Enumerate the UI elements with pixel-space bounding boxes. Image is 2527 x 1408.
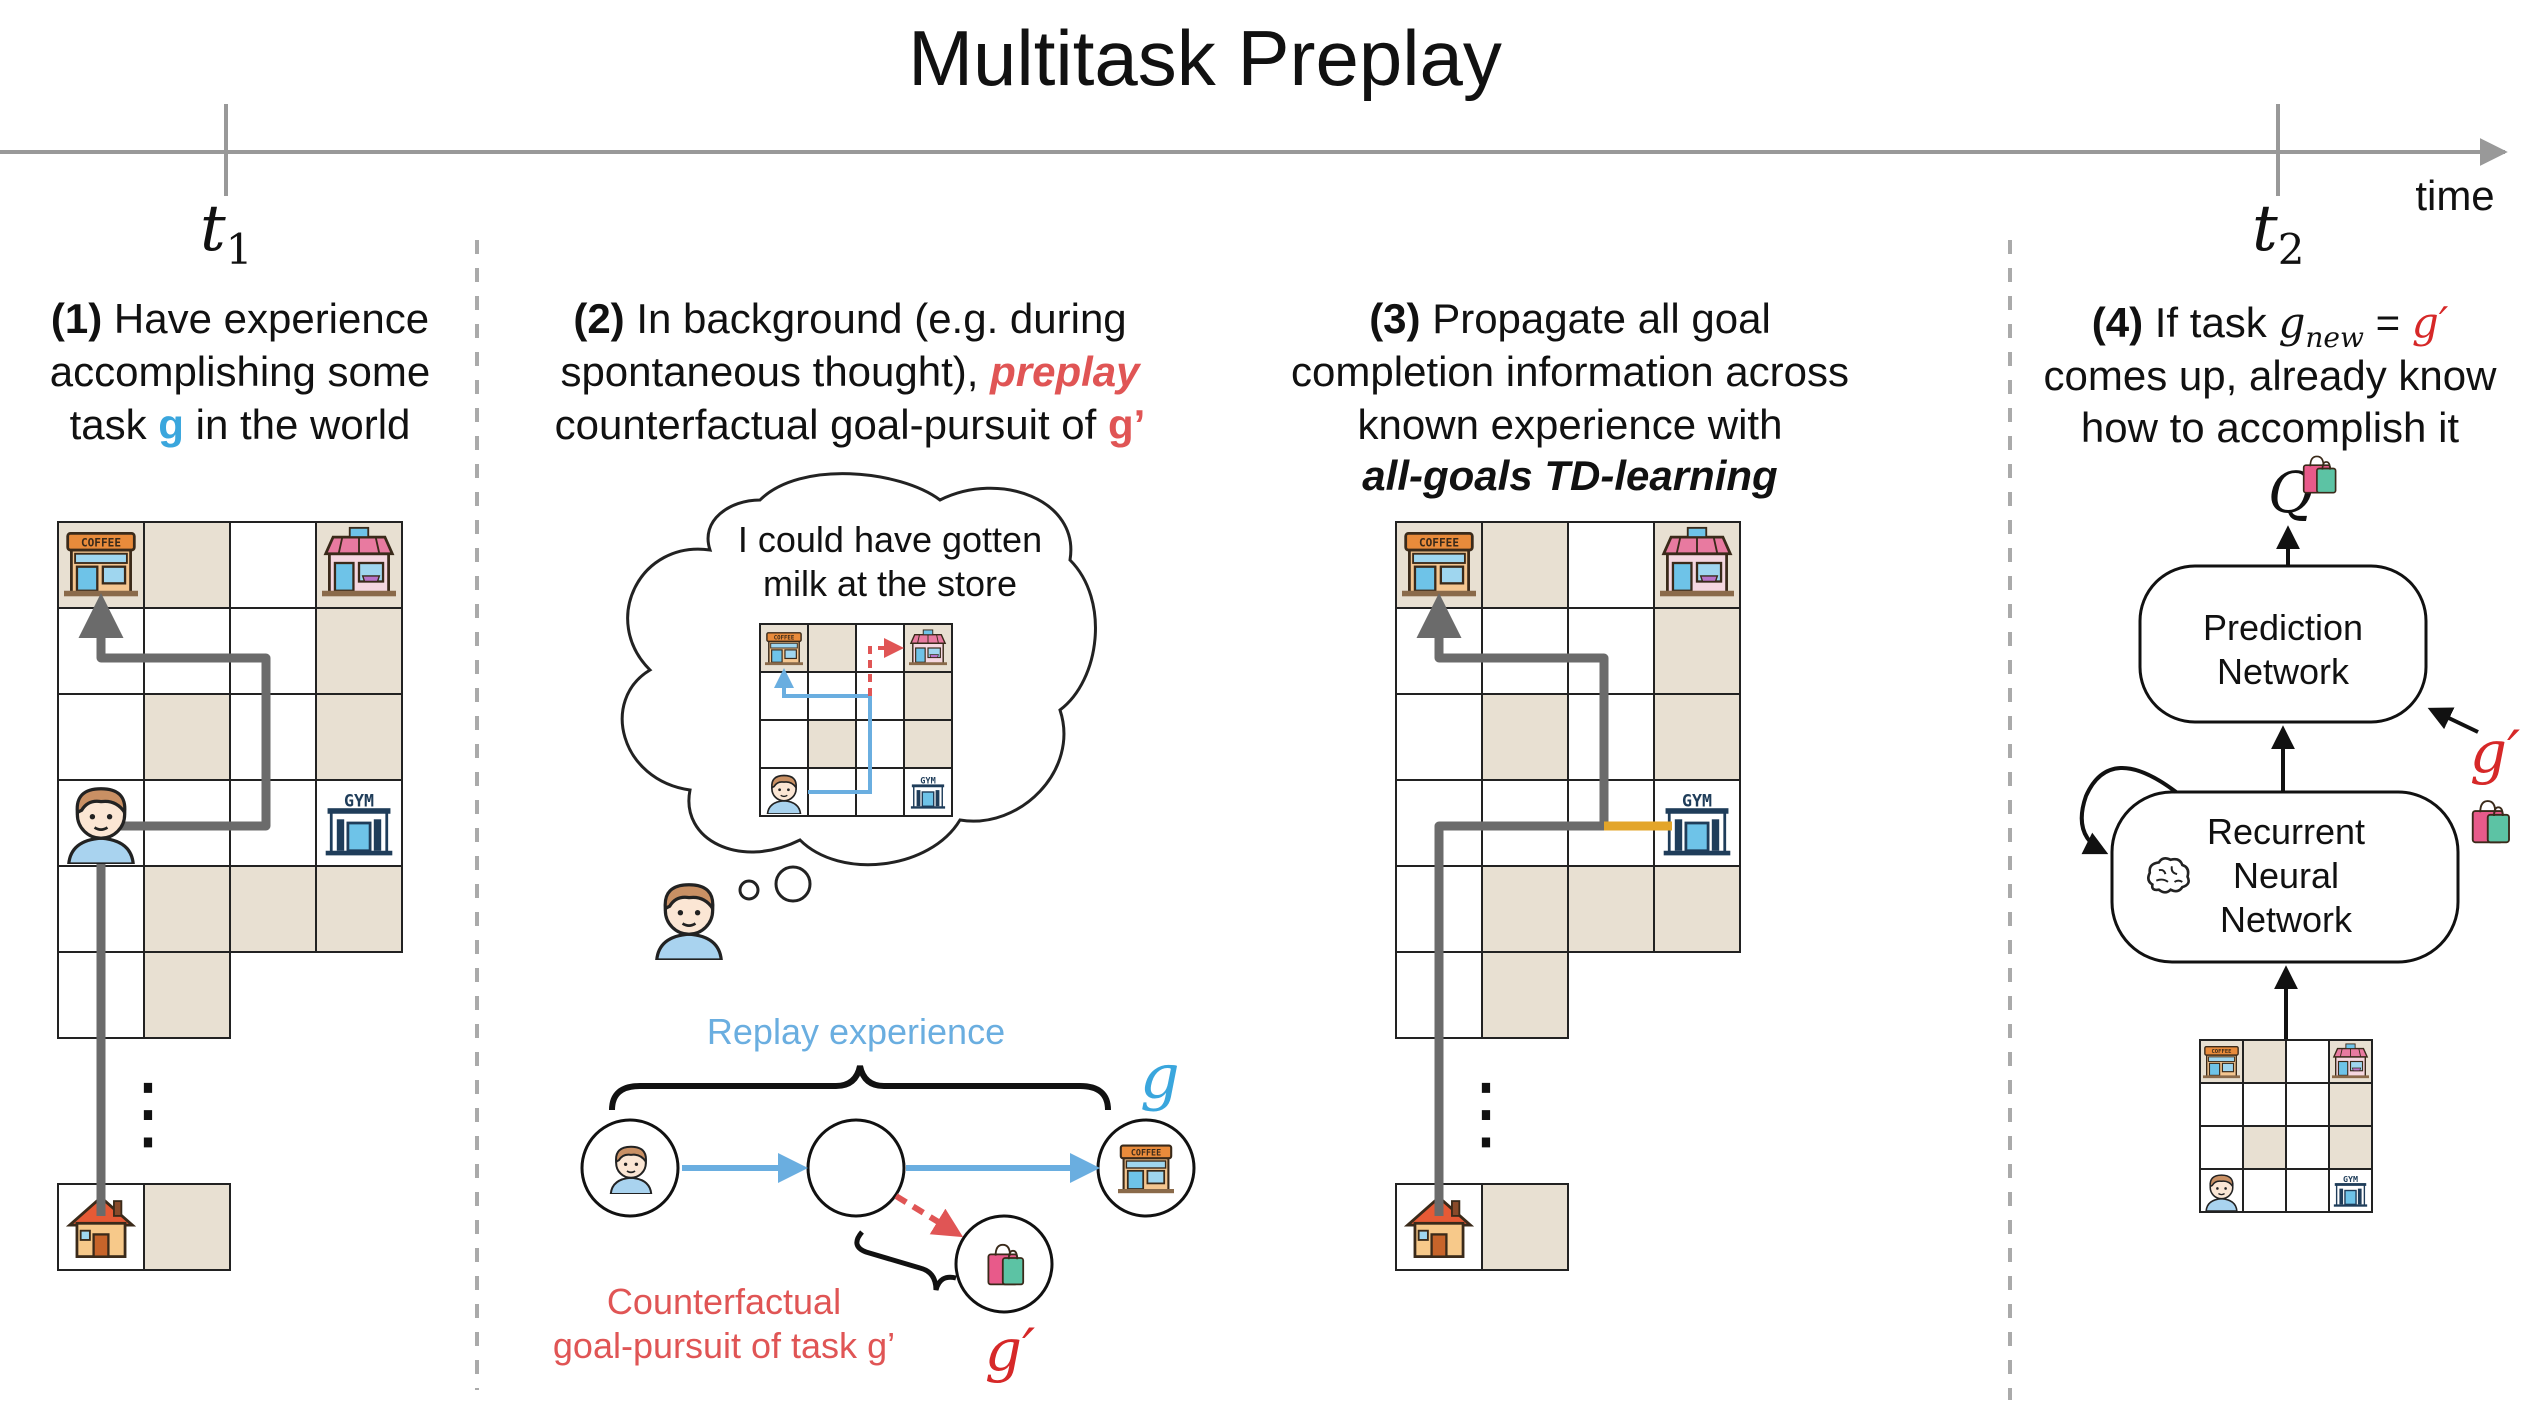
prediction-network-box [2138,564,2428,724]
counterfactual-goal-label: g′ [985,1316,1035,1384]
panel4-caption-line2: comes up, already know [2044,352,2498,399]
panel2-caption-line3: counterfactual goal-pursuit of g’ [555,401,1146,448]
rnn-box [2110,790,2460,964]
panel4-coffee-icon [2203,1046,2240,1079]
coffee-shop-icon [64,532,138,598]
rnn-label-line2: Neural [2233,855,2339,896]
rnn-label-line1: Recurrent [2207,811,2365,852]
rnn-label-line3: Network [2220,899,2353,940]
replay-brace [609,1065,1111,1111]
brain-icon [2147,857,2190,894]
panel3-caption-line4: all-goals TD-learning [1362,452,1777,499]
panel1-caption-line2: accomplishing some [50,348,431,395]
thought-text-line2: milk at the store [763,563,1017,604]
replay-coffee-icon [1118,1144,1174,1195]
panel4-bag-icon [2471,800,2510,844]
mini-coffee-icon [765,632,803,666]
thought-bubble-small [738,879,760,901]
panel-2: (2) In background (e.g. during spontaneo… [553,295,1196,1384]
panel4-caption-line3: how to accomplish it [2081,404,2459,451]
counterfactual-brace [854,1230,957,1291]
panel3-caption-line1: (3) Propagate all goal [1369,295,1771,342]
panel3-ellipsis: ⋮ [1446,1066,1526,1159]
panel3-store-icon [1660,526,1734,598]
panel2-caption-line1: (2) In background (e.g. during [573,295,1126,342]
arrow-goal-to-pred [2427,707,2479,734]
mini-store-icon [909,629,947,666]
panel4-goal-label: g′ [2470,718,2520,786]
panel1-path [101,602,271,1216]
panel3-caption-line3: known experience with [1358,401,1783,448]
panel2-caption-line2: spontaneous thought), preplay [560,348,1142,395]
prediction-label-line1: Prediction [2203,607,2363,648]
t2-label: t2 [2252,192,2304,274]
t1-label: t1 [200,192,252,274]
panel-3: (3) Propagate all goal completion inform… [1291,295,1849,1271]
rnn-recurrent-loop [2079,766,2178,855]
mini-counterfactual-path [868,638,904,696]
panel3-caption-line2: completion information across [1291,348,1849,395]
panel1-caption-line3: task g in the world [70,401,411,448]
panel-1: (1) Have experience accomplishing some t… [50,295,431,1271]
panel1-caption-line1: (1) Have experience [51,295,429,342]
replay-mid-node [806,1118,906,1218]
replay-goal-label: g [1140,1040,1180,1113]
thinking-person-icon [655,883,723,960]
replay-experience-label: Replay experience [707,1011,1005,1052]
counterfactual-label-line2: goal-pursuit of task g’ [553,1325,895,1366]
panel4-caption-line1: (4) If task gnew = g′ [2092,298,2449,354]
thought-text-line1: I could have gotten [738,519,1042,560]
panel3-coffee-icon [1402,532,1476,598]
counterfactual-label-line1: Counterfactual [607,1281,841,1322]
panel1-ellipsis: ⋮ [108,1066,188,1159]
time-label: time [2415,172,2494,219]
panel4-store-icon [2332,1043,2369,1079]
figure-title: Multitask Preplay [908,14,1502,102]
panel-4: (4) If task gnew = g′ comes up, already … [2044,298,2520,1213]
prediction-label-line2: Network [2217,651,2350,692]
thought-bubble-large [774,865,812,903]
counterfactual-arrow [894,1193,964,1238]
store-icon [322,526,396,598]
panel3-path [1416,593,1609,1216]
